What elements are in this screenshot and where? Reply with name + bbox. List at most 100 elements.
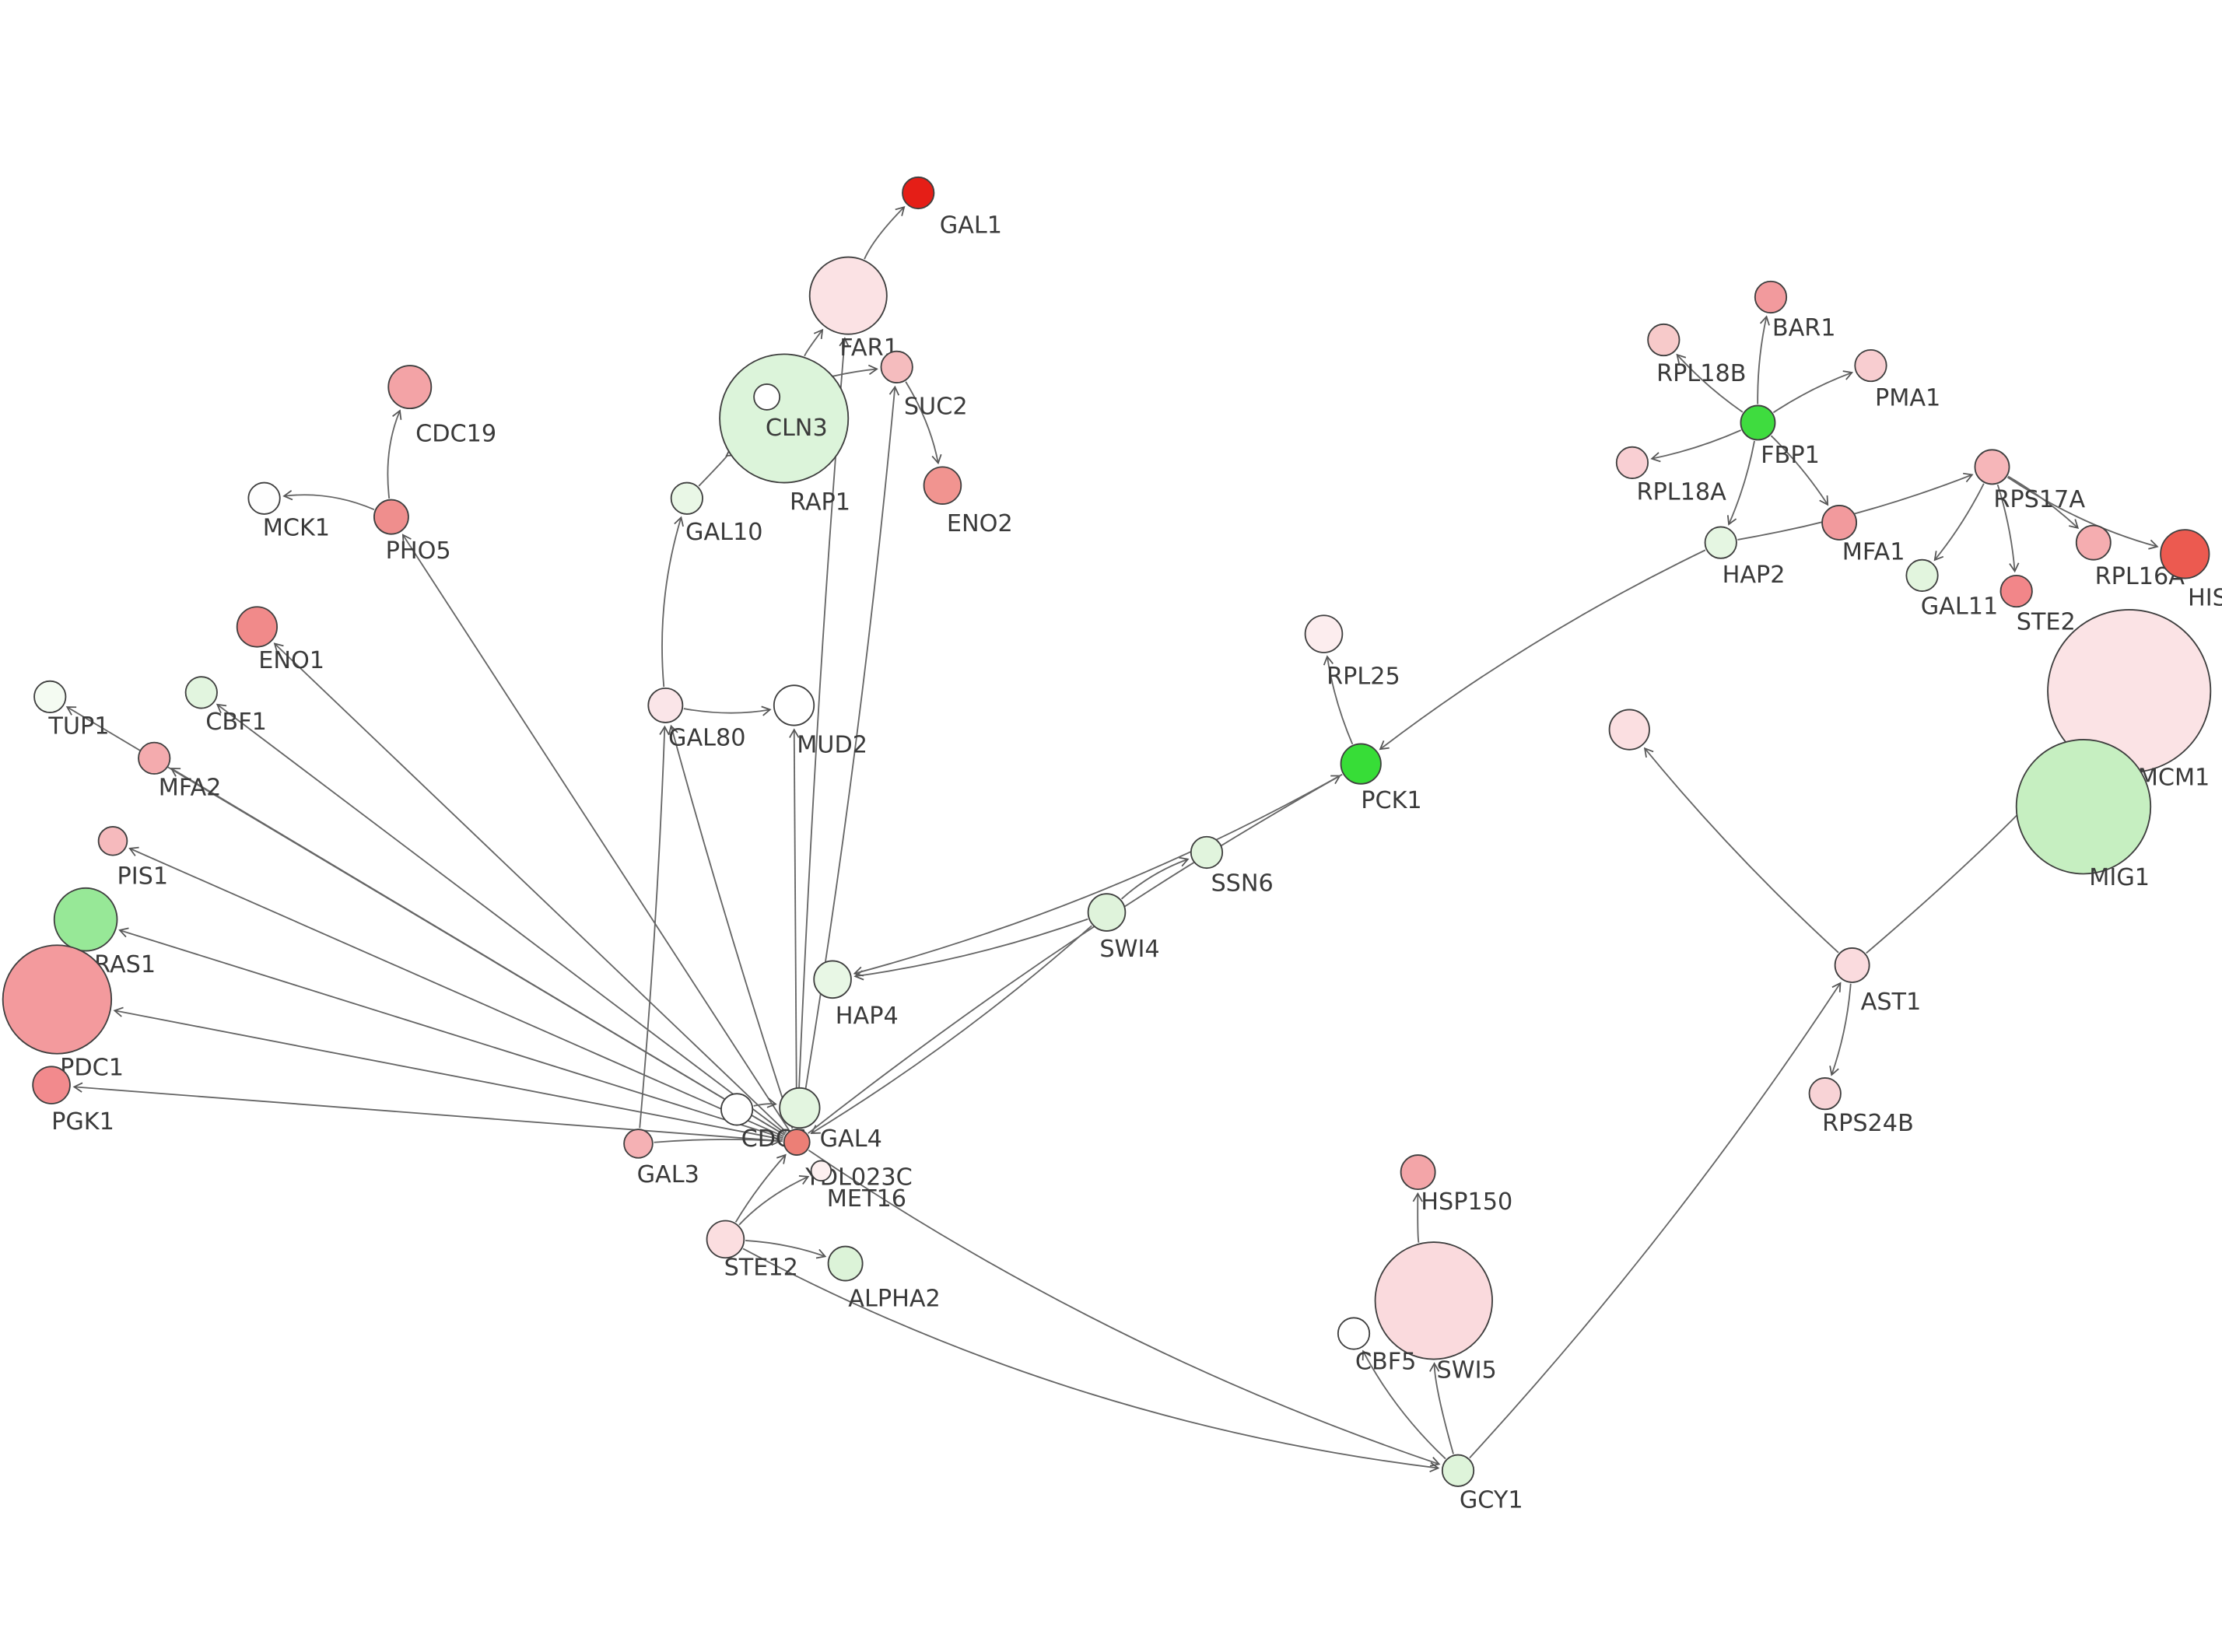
- edge-AST1-RPS24B[interactable]: [1829, 983, 1852, 1076]
- edge-GAL4-GAL80[interactable]: [668, 724, 794, 1129]
- node-CDC19[interactable]: [387, 365, 433, 410]
- node-FBP1[interactable]: [1740, 404, 1776, 441]
- node-PDC1[interactable]: [2, 944, 113, 1055]
- node-MCK1[interactable]: [247, 481, 281, 515]
- node-SWI5[interactable]: [1374, 1241, 1493, 1360]
- edge-GAL4-PCK1[interactable]: [808, 775, 1341, 1134]
- node-RPL25[interactable]: [1304, 614, 1344, 653]
- node-SSN6[interactable]: [1190, 835, 1224, 870]
- edge-GAL4-SUC2[interactable]: [798, 385, 900, 1129]
- edge-CDC6-YDL023C[interactable]: [753, 1097, 777, 1108]
- edge-STE12-GAL4[interactable]: [734, 1153, 787, 1223]
- node-GAL4[interactable]: [783, 1129, 811, 1156]
- node-PGK1[interactable]: [32, 1066, 71, 1104]
- node-GAL10[interactable]: [670, 481, 703, 515]
- node-PMA1[interactable]: [1854, 348, 1887, 383]
- node-CBF5[interactable]: [1337, 1317, 1371, 1350]
- edge-GAL10-CLN3[interactable]: [698, 447, 736, 487]
- node-HAP4[interactable]: [813, 960, 852, 999]
- node-STE2[interactable]: [1999, 574, 2033, 608]
- node-RAS1[interactable]: [53, 887, 118, 952]
- edge-SWI4-GAL4[interactable]: [810, 925, 1092, 1134]
- node-SWI4[interactable]: [1087, 893, 1127, 932]
- edge-GAL4-PIS1[interactable]: [128, 846, 784, 1137]
- node-RPL16A[interactable]: [2075, 524, 2112, 561]
- node-ALPHA2[interactable]: [827, 1245, 864, 1282]
- node-GAL3[interactable]: [623, 1129, 654, 1159]
- edge-AST1-UNLABELED1[interactable]: [1643, 747, 1839, 954]
- edge-GAL4-GCY1[interactable]: [808, 1150, 1441, 1467]
- node-BAR1[interactable]: [1754, 280, 1788, 314]
- edge-FBP1-PMA1[interactable]: [1772, 370, 1854, 414]
- edge-GAL4-ENO1[interactable]: [273, 642, 787, 1133]
- edge-GCY1-AST1[interactable]: [1469, 982, 1842, 1459]
- node-ENO1[interactable]: [236, 606, 278, 648]
- node-PIS1[interactable]: [97, 826, 128, 856]
- edge-GAL4-CBF1[interactable]: [216, 703, 787, 1135]
- node-PHO5[interactable]: [373, 499, 409, 535]
- node-MET16[interactable]: [810, 1160, 832, 1182]
- edge-GAL80-MUD2[interactable]: [683, 705, 772, 716]
- node-TUP1[interactable]: [33, 680, 67, 713]
- edge-PHO5-CDC19[interactable]: [387, 409, 402, 499]
- edge-GAL3-GAL80[interactable]: [639, 725, 670, 1129]
- node-MFA2[interactable]: [138, 741, 171, 775]
- node-CBF1[interactable]: [184, 676, 218, 709]
- edge-STE12-MET16[interactable]: [738, 1174, 810, 1226]
- edge-GAL4-PGK1[interactable]: [72, 1082, 783, 1143]
- edge-PCK1-RPL25[interactable]: [1323, 655, 1354, 745]
- edge-RPS17A-HIS4[interactable]: [2006, 476, 2159, 550]
- node-RPS24B[interactable]: [1808, 1077, 1842, 1111]
- edge-GAL4-MFA2[interactable]: [170, 768, 785, 1136]
- edge-RPS17A-STE2[interactable]: [1996, 484, 2020, 573]
- edge-FBP1-MFA1[interactable]: [1770, 435, 1829, 506]
- edge-FBP1-BAR1[interactable]: [1757, 315, 1770, 404]
- node-CDC6[interactable]: [720, 1093, 754, 1126]
- node-GAL1[interactable]: [902, 176, 935, 210]
- node-FAR1[interactable]: [808, 256, 888, 335]
- node-STE12[interactable]: [706, 1220, 745, 1259]
- edge-FBP1-HAP2[interactable]: [1726, 440, 1755, 526]
- edge-FBP1-RPL18A[interactable]: [1650, 429, 1742, 463]
- edge-GAL3-GAL4[interactable]: [654, 1135, 781, 1146]
- node-MFA1[interactable]: [1821, 505, 1858, 541]
- edge-STE12-GCY1[interactable]: [742, 1248, 1440, 1472]
- edge-FAR1-GAL1[interactable]: [864, 205, 906, 260]
- edge-STE12-ALPHA2[interactable]: [745, 1240, 827, 1259]
- edge-GCY1-CBF5[interactable]: [1362, 1349, 1446, 1460]
- node-GCY1[interactable]: [1441, 1454, 1475, 1487]
- edge-GAL4-MUD2[interactable]: [789, 728, 800, 1129]
- node-HSP150[interactable]: [1400, 1154, 1436, 1191]
- edge-PCK1-HAP4[interactable]: [853, 773, 1343, 977]
- edge-RPS17A-GAL11[interactable]: [1933, 483, 1985, 562]
- node-CLN3[interactable]: [719, 353, 850, 484]
- edge-SWI4-HAP4[interactable]: [853, 918, 1088, 981]
- node-RPL18A[interactable]: [1615, 446, 1649, 479]
- node-PCK1[interactable]: [1340, 743, 1382, 785]
- node-ENO2[interactable]: [923, 466, 962, 506]
- edge-HAP2-PCK1[interactable]: [1379, 549, 1706, 751]
- node-UNLABELED1[interactable]: [1608, 709, 1650, 751]
- edge-GAL4-RAS1[interactable]: [118, 927, 783, 1139]
- node-RPL18B[interactable]: [1647, 323, 1681, 357]
- edge-GAL4-PHO5[interactable]: [401, 534, 790, 1131]
- edge-FBP1-RPL18B[interactable]: [1676, 353, 1744, 413]
- edge-PHO5-MCK1[interactable]: [282, 490, 375, 511]
- node-MIG1[interactable]: [2015, 739, 2152, 875]
- node-AST1[interactable]: [1834, 947, 1870, 983]
- edge-SUC2-ENO2[interactable]: [905, 381, 942, 465]
- edge-CLN3-FAR1[interactable]: [804, 328, 824, 357]
- node-GAL80[interactable]: [647, 687, 684, 723]
- node-SUC2[interactable]: [880, 350, 913, 384]
- edge-GAL4-PDC1[interactable]: [113, 1006, 783, 1140]
- node-MUD2[interactable]: [773, 684, 815, 726]
- node-HIS4[interactable]: [2160, 529, 2210, 579]
- edge-SWI4-SSN6[interactable]: [1120, 856, 1190, 900]
- node-GAL11[interactable]: [1905, 558, 1939, 592]
- node-RAP1[interactable]: [753, 383, 781, 411]
- node-HAP2[interactable]: [1704, 526, 1737, 559]
- node-RPS17A[interactable]: [1974, 449, 2010, 485]
- edge-GCY1-SWI5[interactable]: [1429, 1362, 1454, 1454]
- edge-GAL80-GAL10[interactable]: [661, 516, 684, 688]
